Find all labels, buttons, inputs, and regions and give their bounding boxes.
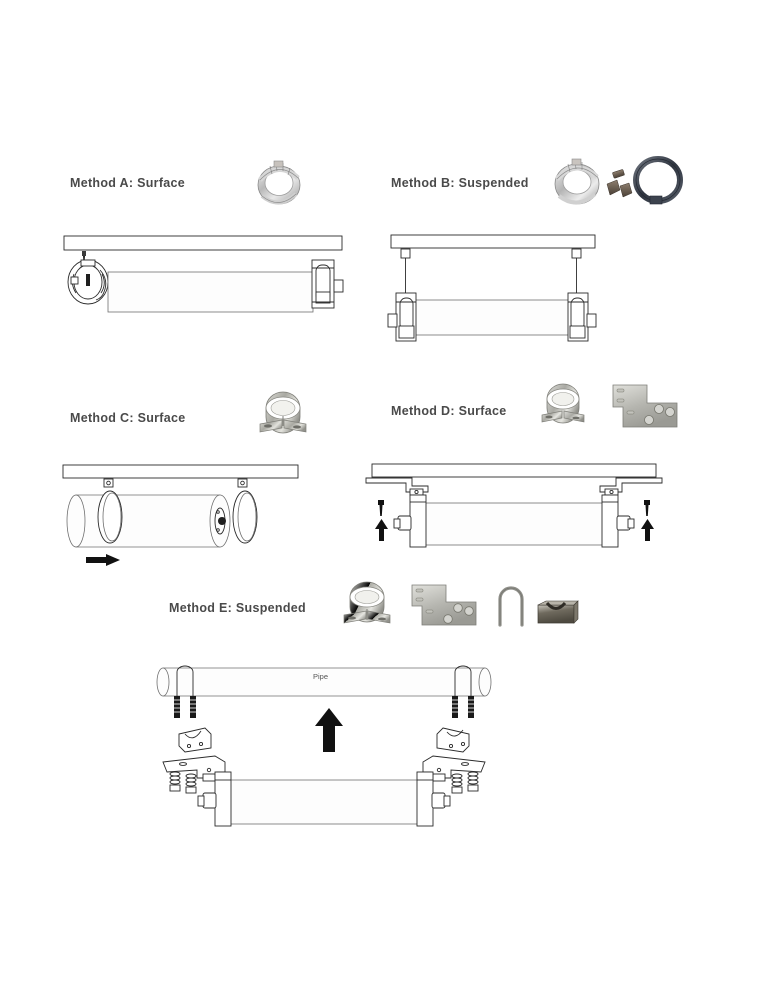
clamp-with-foot-bracket bbox=[541, 383, 585, 424]
method-d-diagram bbox=[365, 461, 666, 556]
u-bolt-right bbox=[452, 665, 474, 718]
method-b-diagram bbox=[387, 232, 603, 352]
assembly-arrow-left bbox=[375, 519, 388, 541]
drop-rod-left bbox=[400, 248, 411, 294]
dark-strap-band bbox=[633, 156, 683, 205]
spring-washer-nut-left bbox=[169, 771, 197, 794]
spring-washer-nut-right bbox=[451, 771, 479, 794]
method-e-label: Method E: Suspended bbox=[169, 601, 306, 615]
flat-angle-bracket-plate bbox=[411, 584, 477, 626]
assembly-screw-left bbox=[378, 500, 384, 516]
pipe bbox=[156, 667, 492, 697]
assembly-screw-right bbox=[644, 500, 650, 516]
method-c-hardware-clamp-with-foot bbox=[252, 382, 314, 438]
u-bolt-left bbox=[174, 665, 196, 718]
saddle-block-right bbox=[436, 727, 470, 753]
method-a-hardware-band-clamp-ring bbox=[248, 152, 310, 214]
u-bolt bbox=[498, 586, 524, 627]
saddle-block-left bbox=[178, 727, 212, 753]
assembly-arrow-right bbox=[641, 519, 654, 541]
method-d-label: Method D: Surface bbox=[391, 404, 507, 418]
flow-direction-arrow bbox=[86, 554, 120, 566]
saddle-block bbox=[537, 600, 579, 624]
method-e-hardware-group bbox=[340, 577, 579, 633]
flat-angle-bracket-plate bbox=[612, 384, 678, 428]
method-b-hardware-group bbox=[551, 152, 686, 214]
spacer-blocks bbox=[606, 169, 633, 198]
method-a-diagram bbox=[60, 232, 360, 342]
assembly-arrow-up bbox=[315, 708, 343, 752]
method-c-diagram bbox=[60, 462, 350, 567]
clamp-with-foot-bracket bbox=[343, 581, 391, 624]
drop-rod-right bbox=[571, 248, 582, 294]
band-clamp-ring bbox=[554, 158, 600, 205]
method-c-label: Method C: Surface bbox=[70, 411, 186, 425]
pipe-label: Pipe bbox=[313, 672, 329, 681]
method-a-label: Method A: Surface bbox=[70, 176, 186, 190]
method-e-diagram bbox=[155, 652, 505, 837]
method-d-hardware-group bbox=[537, 377, 709, 435]
method-b-label: Method B: Suspended bbox=[391, 176, 529, 190]
